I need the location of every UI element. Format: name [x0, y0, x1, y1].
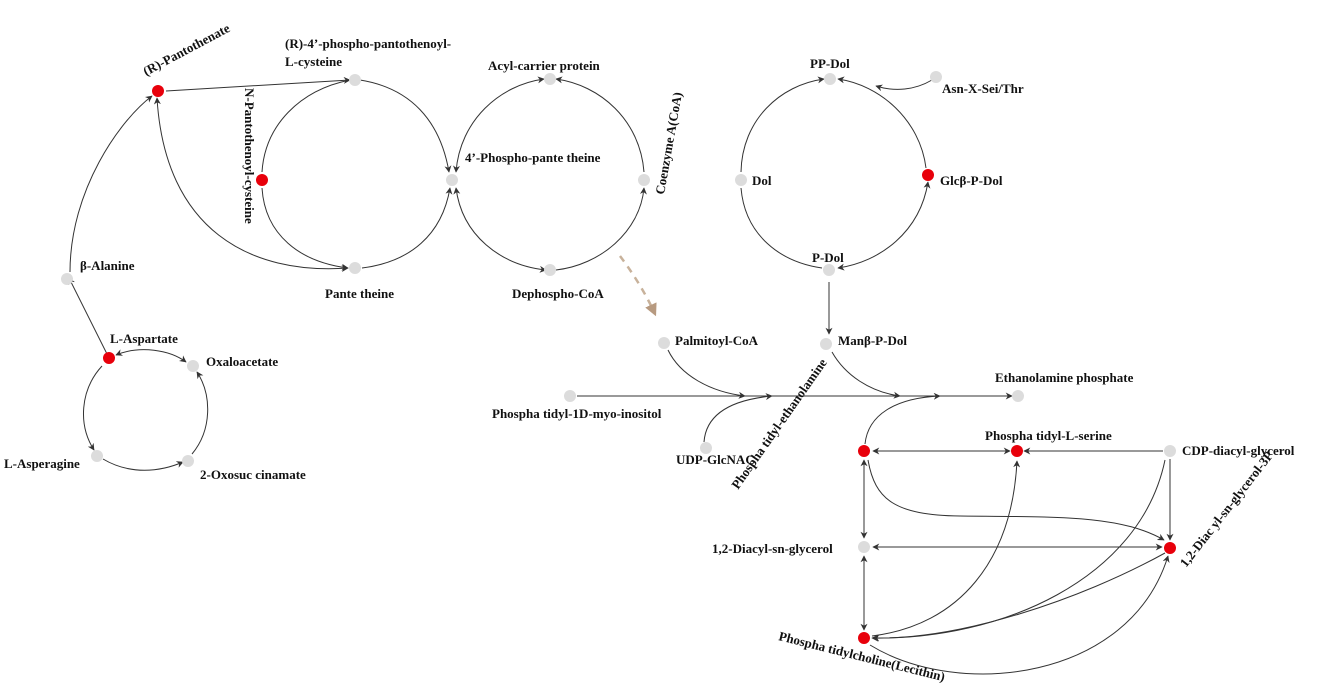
node-acyl-carrier-protein[interactable]	[544, 73, 556, 85]
label-l-asparagine: L-Asperagine	[4, 456, 80, 471]
label-diacylglycerol-3p: 1,2-Diac yl-sn-glycerol-3P	[1177, 448, 1277, 570]
node-palmitoyl-coa[interactable]	[658, 337, 670, 349]
edge-asn-to-pp-dol	[875, 79, 933, 92]
edge-phosphopantetheine-dephospho-coa	[453, 187, 547, 273]
label-phospho-cysteine-line1: (R)-4’-phospho-pantothenoyl-	[285, 36, 451, 51]
edge-pe-to-dag3p	[867, 459, 1165, 541]
label-ethanolamine-phosphate: Ethanolamine phosphate	[995, 370, 1134, 385]
node-asn-x-ser-thr[interactable]	[930, 71, 942, 83]
edge-phosphopantetheine-acp	[452, 76, 545, 173]
edge-asparagine-to-oxosuccinamate	[102, 458, 184, 471]
node-udp-glcnac[interactable]	[700, 442, 712, 454]
edge-dag3p-to-pc	[871, 552, 1166, 642]
node-coenzyme-a[interactable]	[638, 174, 650, 186]
edge-coa-to-acp	[555, 76, 645, 173]
label-n-pantothenoyl-cysteine: N-Pantothenoyl-cysteine	[242, 88, 257, 224]
node-cdp-diacylglycerol[interactable]	[1164, 445, 1176, 457]
edge-phospho-cysteine-to-phosphopantetheine	[359, 79, 452, 173]
edge-udp-to-main	[703, 393, 773, 443]
edge-dashed-coa-to-palmitoyl	[618, 255, 657, 317]
node-pp-dol[interactable]	[824, 73, 836, 85]
label-dephospho-coa: Dephospho-CoA	[512, 286, 604, 301]
label-glc-p-dol: Glcβ-P-Dol	[940, 173, 1003, 188]
node-diacylglycerol-3p[interactable]	[1164, 542, 1176, 554]
node-man-p-dol[interactable]	[820, 338, 832, 350]
label-oxaloacetate: Oxaloacetate	[206, 354, 278, 369]
edge-ethanolamine-to-main	[864, 392, 941, 445]
edge-pantetheine-pantothenate	[153, 97, 349, 272]
node-beta-alanine[interactable]	[61, 273, 73, 285]
label-acyl-carrier-protein: Acyl-carrier protein	[488, 58, 601, 73]
node-phosphatidyl-serine[interactable]	[1011, 445, 1023, 457]
label-coenzyme-a: Coenzyme A(CoA)	[652, 91, 685, 196]
node-glc-p-dol[interactable]	[922, 169, 934, 181]
node-pantothenate[interactable]	[152, 85, 164, 97]
label-palmitoyl-coa: Palmitoyl-CoA	[675, 333, 759, 348]
edge-pc-to-dag3p	[869, 555, 1170, 675]
node-oxosuccinamate[interactable]	[182, 455, 194, 467]
label-phosphatidyl-inositol: Phospha tidyl-1D-myo-inositol	[492, 406, 662, 421]
node-phosphatidyl-inositol[interactable]	[564, 390, 576, 402]
edge-aspartate-oxaloacetate	[115, 349, 187, 363]
edge-aspartate-to-beta-alanine	[68, 277, 108, 355]
node-dol[interactable]	[735, 174, 747, 186]
node-n-pantothenoyl-cysteine[interactable]	[256, 174, 268, 186]
node-oxaloacetate[interactable]	[187, 360, 199, 372]
edge-man-to-main	[831, 351, 901, 399]
edge-aspartate-to-asparagine	[83, 365, 103, 451]
label-oxosuccinamate: 2-Oxosuc cinamate	[200, 467, 306, 482]
node-l-aspartate[interactable]	[103, 352, 115, 364]
node-ethanolamine-phosphate[interactable]	[1012, 390, 1024, 402]
edge-pc-to-ps	[871, 460, 1021, 637]
label-pp-dol: PP-Dol	[810, 56, 850, 71]
edges	[68, 76, 1174, 675]
label-asn-x-ser-thr: Asn-X-Sei/Thr	[942, 81, 1024, 96]
edge-palmitoyl-to-main	[667, 349, 746, 399]
label-cdp-diacylglycerol: CDP-diacyl-glycerol	[1182, 443, 1295, 458]
label-pantetheine: Pante theine	[325, 286, 394, 301]
label-phospho-cysteine-line2: L-cysteine	[285, 54, 342, 69]
edge-beta-alanine-to-pantothenate	[69, 95, 153, 273]
edge-glc-to-pp-dol	[837, 76, 927, 169]
edge-oxosuccinamate-to-oxaloacetate	[191, 371, 209, 455]
label-phosphatidyl-serine: Phospha tidyl-L-serine	[985, 428, 1112, 443]
label-dol: Dol	[752, 173, 772, 188]
label-man-p-dol: Manβ-P-Dol	[838, 333, 907, 348]
node-phosphatidyl-ethanolamine[interactable]	[858, 445, 870, 457]
node-diacylglycerol[interactable]	[858, 541, 870, 553]
label-phosphatidyl-ethanolamine: Phospha tidyl-ethanolamine	[728, 355, 830, 491]
edge-pantothenate-to-phospho-cysteine	[165, 76, 351, 92]
label-phosphopantetheine: 4’-Phospho-pante theine	[465, 150, 601, 165]
nodes	[61, 71, 1176, 644]
label-udp-glcnac: UDP-GlcNAC	[676, 452, 755, 467]
node-dephospho-coa[interactable]	[544, 264, 556, 276]
edge-p-dol-glc	[837, 181, 931, 271]
edge-phospho-cysteine-to-n-pantothenoyl	[261, 79, 351, 173]
edge-dol-to-pp-dol	[740, 76, 825, 173]
label-p-dol: P-Dol	[812, 250, 844, 265]
edge-n-pantothenoyl-to-pantetheine	[261, 187, 349, 271]
edge-pantetheine-to-phosphopantetheine	[361, 187, 453, 269]
edge-dephospho-coa-to-coa	[555, 187, 647, 271]
node-phosphatidylcholine[interactable]	[858, 632, 870, 644]
node-phosphopantetheine[interactable]	[446, 174, 458, 186]
node-l-asparagine[interactable]	[91, 450, 103, 462]
label-pantothenate: (R)-Pantothenate	[140, 20, 232, 78]
label-beta-alanine: β-Alanine	[80, 258, 135, 273]
label-diacylglycerol: 1,2-Diacyl-sn-glycerol	[712, 541, 833, 556]
edge-p-dol-to-dol	[740, 187, 823, 269]
node-phospho-cysteine[interactable]	[349, 74, 361, 86]
node-p-dol[interactable]	[823, 264, 835, 276]
edge-cdp-to-pc	[872, 459, 1166, 642]
node-pantetheine[interactable]	[349, 262, 361, 274]
label-l-aspartate: L-Aspartate	[110, 331, 178, 346]
